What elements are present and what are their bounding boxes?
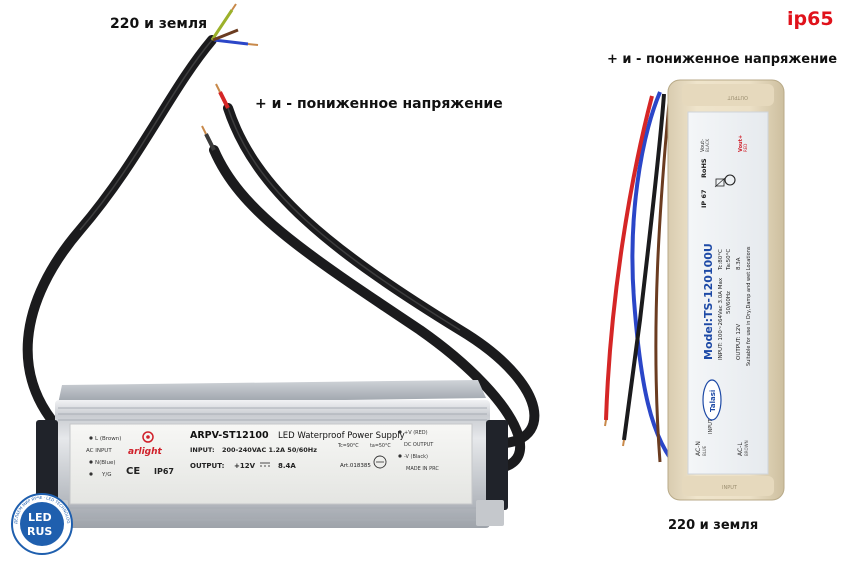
label-tc: Tc:80°C: [718, 249, 724, 271]
label-suitable: Suitable for use in Dry,Damp and wet Loc…: [746, 246, 752, 366]
label-output-current: 8.4A: [278, 462, 296, 470]
mounting-tab-right: [476, 500, 504, 526]
arlight-logo-icon: [142, 431, 154, 443]
wire-black-tip: [204, 133, 216, 151]
wire-black-right: [622, 93, 666, 441]
label-black: BLACK: [705, 138, 710, 152]
label-tc: Tc=90°C: [337, 443, 359, 449]
label-ta: ta=50°C: [370, 443, 391, 449]
certification-mark-icon: [373, 455, 387, 469]
label-hz: 50/60Hz: [726, 291, 732, 314]
label-ce: CE: [126, 466, 140, 477]
wire-blue: [213, 38, 249, 46]
logo-text-led: LED: [28, 511, 52, 524]
case-end-cap-left: [36, 420, 58, 510]
ce-mark-icon: [724, 174, 736, 186]
label-ip: IP 67: [700, 190, 708, 209]
input-cable: [22, 35, 217, 445]
talasi-logo: Talasi: [702, 379, 722, 421]
white-product-label: [687, 111, 769, 475]
label-acn: AC-N: [695, 441, 702, 456]
label-art: Art.018385: [340, 463, 371, 469]
left-power-supply: L (Brown) AC INPUT N(Blue) Y/G arlight C…: [36, 380, 508, 528]
label-input-spec: INPUT: 100~264Vac 3.0A Max: [718, 277, 724, 360]
caption-input-right: 220 и земля: [668, 518, 759, 533]
copper-tip: [231, 3, 237, 11]
copper-tip-4: [201, 125, 207, 135]
caption-ip-rating: ip65: [787, 8, 834, 30]
label-title: LED Waterproof Power Supply: [278, 431, 405, 441]
wire-brown-right: [654, 91, 672, 463]
case-top-cap: [682, 84, 774, 106]
label-current: 8.3A: [736, 257, 742, 270]
label-red: RED: [743, 144, 748, 152]
label-input-side: INPUT: [708, 418, 714, 434]
rotated-label-text: AC-N BLUE INPUT Model:TS-120100U IP 67 R…: [695, 135, 752, 456]
label-blue: BLUE: [702, 445, 707, 456]
label-dc-output: DC OUTPUT: [404, 442, 434, 448]
label-vout-minus: Vout-: [700, 139, 706, 152]
right-unit-wires: [604, 91, 682, 472]
label-output-spec: OUTPUT: 12V: [736, 324, 742, 360]
case-top-face: [58, 380, 486, 404]
case-bottom-cap: [682, 476, 774, 496]
cable-highlight-2: [79, 39, 213, 231]
output-cable-lower: [209, 145, 526, 475]
label-v-black: -V (Black): [404, 454, 428, 460]
label-acl: AC-L: [737, 442, 744, 456]
case-ribs: [58, 407, 487, 521]
caption-input-left: 220 и земля: [110, 16, 208, 32]
product-label: [69, 423, 473, 505]
label-input-value: 200-240VAC 1.2A 50/60Hz: [222, 446, 317, 454]
dc-symbol-icon: [260, 462, 270, 467]
label-ta: Ta:50°C: [726, 249, 732, 271]
label-ip67: IP67: [154, 467, 174, 476]
label-output-top: OUTPUT: [727, 94, 748, 100]
wire-red-tip: [218, 91, 230, 109]
output-wire-tips: [201, 83, 230, 151]
copper-tip-3: [215, 83, 221, 93]
brand-talasi: Talasi: [709, 390, 717, 412]
wire-red-right: [604, 95, 654, 421]
label-n-blue: N(Blue): [95, 460, 116, 466]
caption-output-left: + и - пониженное напряжение: [255, 96, 503, 112]
label-made: MADE IN PRC: [406, 466, 439, 472]
label-input-bottom: INPUT: [722, 485, 738, 491]
label-vout-plus: Vout+: [738, 135, 744, 152]
label-model: Model:TS-120100U: [702, 243, 715, 360]
recycle-bin-icon: [714, 177, 726, 188]
left-unit-cables: [22, 35, 540, 475]
label-rohs: RoHS: [700, 158, 708, 178]
label-model: ARPV-ST12100: [190, 430, 269, 441]
label-brown: BROWN: [744, 440, 749, 456]
label-l-brown: L (Brown): [95, 436, 121, 442]
label-ac-input: AC INPUT: [86, 448, 112, 454]
brand-arlight: arlight: [128, 447, 163, 457]
label-yg: Y/G: [101, 472, 111, 478]
copper-tip-red: [604, 419, 607, 427]
copper-tip-2: [247, 43, 259, 46]
caption-output-right: + и - пониженное напряжение: [607, 52, 838, 67]
label-input: INPUT:: [190, 446, 215, 454]
wire-yellow-green: [210, 9, 234, 41]
right-power-supply: OUTPUT INPUT AC-N BLUE INPUT Model:TS-12…: [667, 79, 785, 501]
label-v-red: +V (RED): [404, 430, 428, 436]
label-output: OUTPUT:: [190, 462, 225, 470]
logo-text-rus: RUS: [27, 525, 52, 538]
label-output-value: +12V: [234, 462, 256, 470]
input-wire-tips: [210, 3, 259, 46]
copper-tip-black: [622, 439, 625, 447]
cable-highlight: [227, 107, 461, 331]
case-end-cap-right: [486, 420, 508, 510]
wire-brown: [212, 28, 239, 42]
